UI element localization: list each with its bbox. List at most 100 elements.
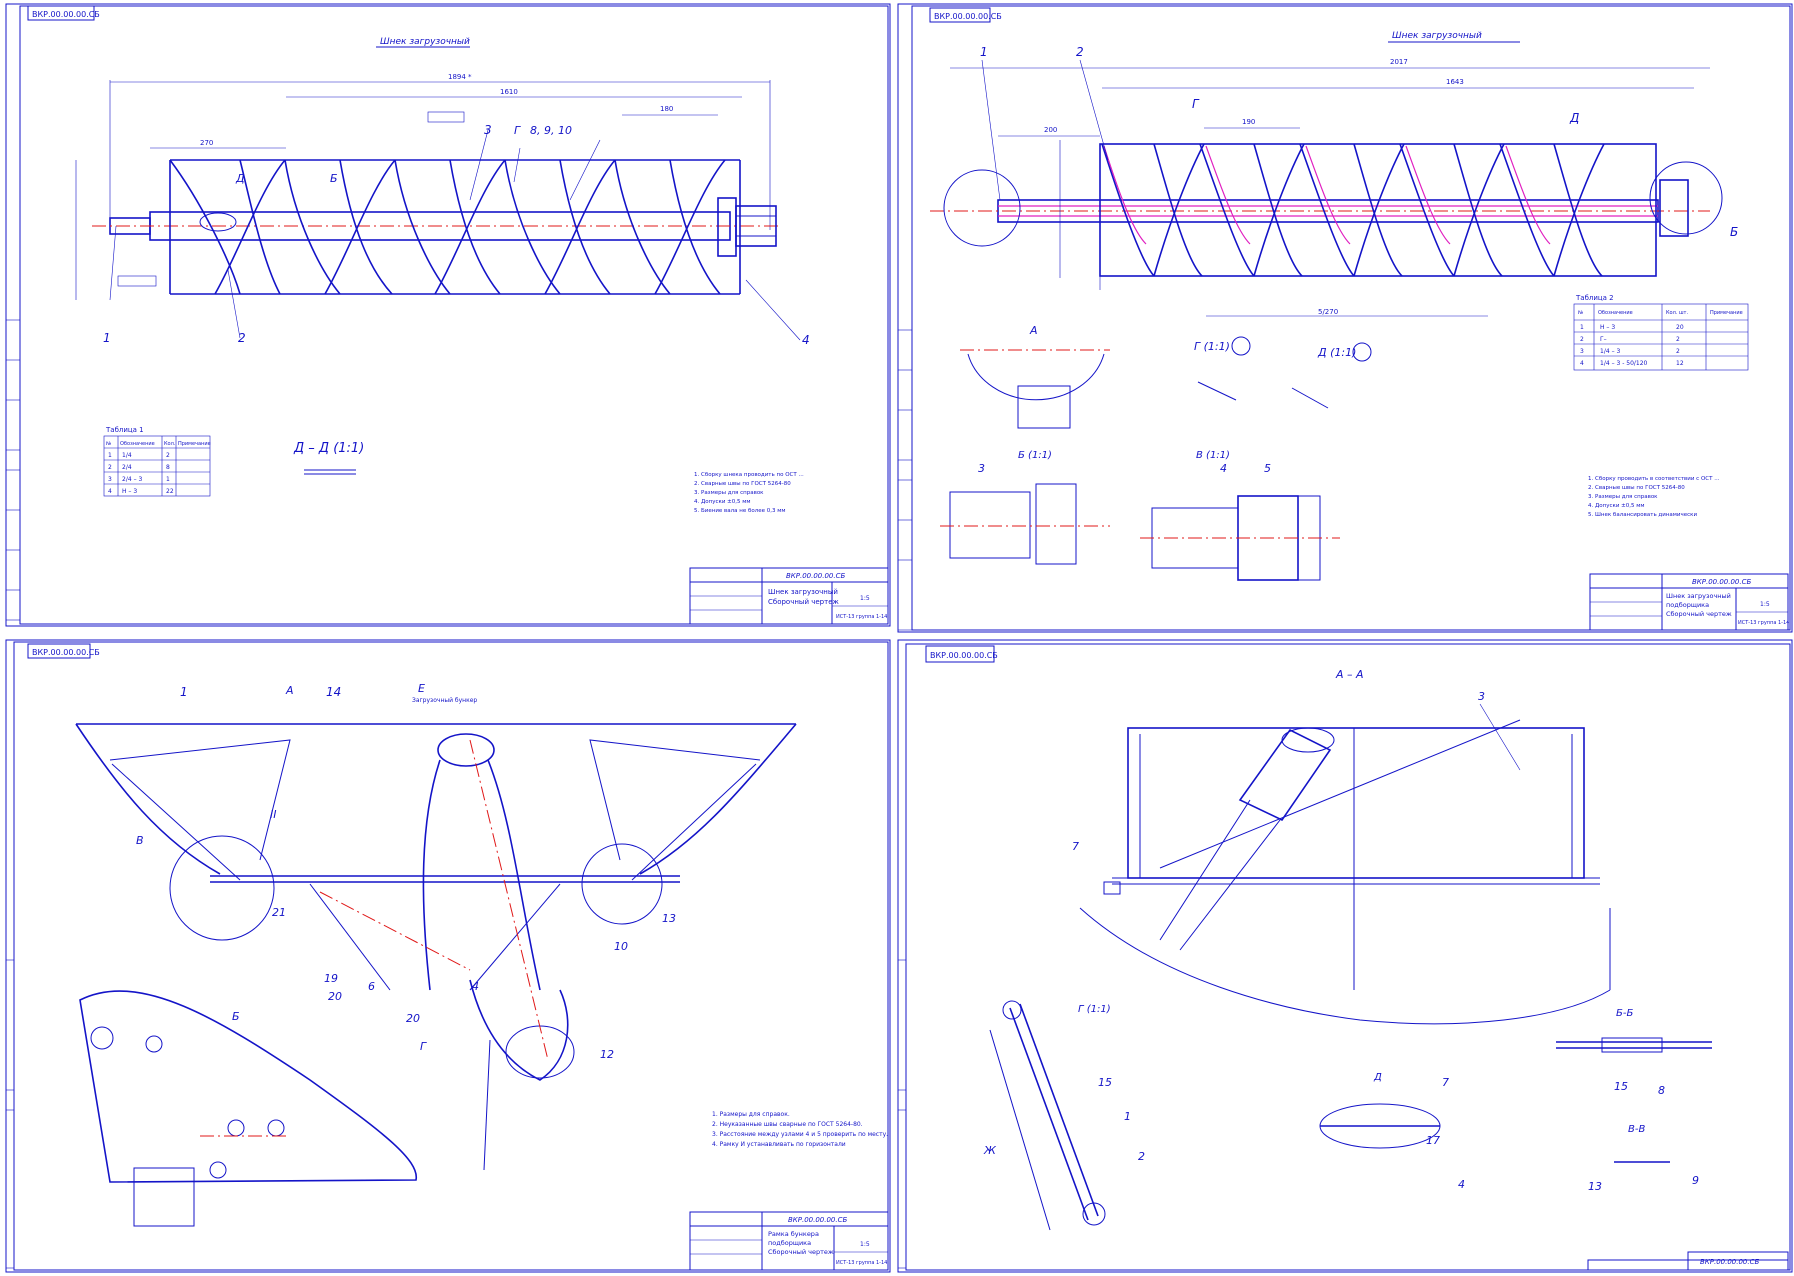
svg-text:1610: 1610: [500, 88, 518, 96]
s4-callout-7b: 7: [1442, 1076, 1449, 1089]
s2-callout-3: 3: [978, 462, 985, 475]
sheet-2-stamp: ВКР.00.00.00.СБ: [934, 12, 1002, 21]
s4-callout-15b: 15: [1614, 1080, 1628, 1093]
sheet-3-group: ИСТ-13 группа 1-14: [836, 1260, 887, 1266]
s3-callout-14: 14: [326, 685, 341, 699]
s3-callout-4: 4: [472, 980, 479, 993]
sheet-1-notes: 1. Сборку шнека проводить по ОСТ ... 2. …: [694, 472, 804, 514]
svg-text:1. Размеры для справок.: 1. Размеры для справок.: [712, 1111, 790, 1118]
s4-callout-13: 13: [1588, 1180, 1602, 1193]
s3-callout-a: А: [285, 684, 294, 697]
sheet-2-header-title: Шнек загрузочный: [1392, 31, 1482, 41]
sheet-3-subtitle: Сборочный чертеж: [768, 1248, 834, 1256]
svg-text:2/4 – 3: 2/4 – 3: [122, 476, 142, 483]
callout-4: 4: [802, 333, 810, 347]
svg-text:2. Сварные швы по ГОСТ 5264-80: 2. Сварные швы по ГОСТ 5264-80: [1588, 485, 1685, 491]
sheet-4-section-label: А – А: [1335, 668, 1364, 681]
sheet-2-title: Шнек загрузочный: [1666, 592, 1731, 600]
sheet-1-title-block: ВКР.00.00.00.СБ Шнек загрузочный Сборочн…: [689, 567, 889, 625]
sheet-1-title: Шнек загрузочный: [768, 588, 838, 596]
svg-text:8: 8: [166, 464, 170, 471]
svg-text:3. Размеры для справок: 3. Размеры для справок: [694, 490, 764, 496]
svg-text:1. Сборку шнека проводить по О: 1. Сборку шнека проводить по ОСТ ...: [694, 472, 804, 478]
svg-text:2: 2: [166, 452, 170, 459]
svg-text:270: 270: [200, 139, 213, 147]
s3-callout-12: 13: [662, 912, 676, 925]
svg-text:Обозначение: Обозначение: [120, 441, 155, 447]
s4-callout-17: 17: [1426, 1134, 1440, 1147]
svg-text:Н – 3: Н – 3: [1600, 324, 1615, 331]
svg-text:Н – 3: Н – 3: [122, 488, 137, 495]
s4-callout-2: 2: [1138, 1150, 1145, 1163]
s3-callout-e: Е: [418, 682, 425, 695]
s4-callout-8: 8: [1658, 1084, 1665, 1097]
s3-callout-11: 12: [600, 1048, 614, 1061]
svg-text:4. Допуски ±0,5 мм: 4. Допуски ±0,5 мм: [694, 499, 751, 505]
s2-callout-5: 5: [1264, 462, 1271, 475]
sheet-2-code: ВКР.00.00.00.СБ: [1692, 578, 1752, 586]
callout-1: 1: [103, 331, 111, 345]
s4-view-g: Г (1:1): [1078, 1004, 1111, 1015]
s3-callout-b: Б: [232, 1010, 240, 1023]
s3-callout-v: В: [136, 834, 144, 847]
s2-view-v: В (1:1): [1196, 450, 1230, 461]
sheet-3-label-top: Загрузочный бункер: [412, 697, 477, 704]
svg-text:2/4: 2/4: [122, 464, 132, 471]
s2-view-g: Г (1:1): [1194, 340, 1230, 353]
s4-callout-4: 4: [1458, 1178, 1465, 1191]
svg-text:2: 2: [1676, 348, 1680, 355]
callout-b: Б: [330, 172, 338, 185]
s3-callout-6: 6: [368, 980, 375, 993]
svg-text:5/270: 5/270: [1318, 308, 1338, 316]
sheet-1-code: ВКР.00.00.00.СБ: [786, 572, 846, 580]
s2-callout-2: 2: [1076, 45, 1084, 59]
svg-text:Примечание: Примечание: [1710, 310, 1743, 316]
sheet-2-table-title: Таблица 2: [1575, 294, 1614, 302]
sheet-3-hopper-frame: ВКР.00.00.00.СБ Загрузочный бункер 1: [5, 639, 891, 1273]
sheet-1-table-title: Таблица 1: [105, 426, 144, 434]
s4-view-bb: Б-Б: [1616, 1008, 1633, 1019]
sheet-3-notes: 1. Размеры для справок. 2. Неуказанные ш…: [712, 1111, 888, 1148]
s2-view-d: Д (1:1): [1317, 346, 1356, 359]
sheet-4-code: ВКР.00.00.00.СБ: [1700, 1258, 1760, 1266]
s2-callout-d: Д: [1569, 111, 1579, 125]
svg-text:190: 190: [1242, 118, 1255, 126]
svg-text:№: №: [106, 441, 112, 447]
svg-text:Кол. шт.: Кол. шт.: [1666, 310, 1688, 316]
sheet-1-stamp: ВКР.00.00.00.СБ: [32, 10, 100, 19]
s4-callout-7: 7: [1072, 840, 1079, 853]
callout-3: 3: [484, 123, 492, 137]
sheet-4-hopper-section: ВКР.00.00.00.СБ А – А 3 7 Г (1:1) Ж 15 1: [897, 639, 1793, 1273]
svg-text:1/4 – 3 - 50/120: 1/4 – 3 - 50/120: [1600, 360, 1648, 367]
sheet-2-scale: 1:5: [1760, 601, 1770, 608]
s4-callout-1: 1: [1124, 1110, 1131, 1123]
svg-text:22: 22: [166, 488, 174, 495]
sheet-1-section-label: Д – Д (1:1): [293, 441, 364, 456]
svg-text:1643: 1643: [1446, 78, 1464, 86]
sheet-1-scale: 1:5: [860, 595, 870, 602]
s4-view-d: Д: [1373, 1072, 1382, 1083]
sheet-3-title-2: подборщика: [768, 1239, 811, 1247]
svg-text:4: 4: [1580, 360, 1584, 367]
callout-8-9-10: 8, 9, 10: [530, 124, 572, 137]
sheet-2-subtitle: Сборочный чертеж: [1666, 610, 1732, 618]
s3-callout-1: 1: [180, 685, 188, 699]
s3-callout-10: 10: [614, 940, 628, 953]
sheet-2-auger: ВКР.00.00.00.СБ Шнек загрузочный 2017 16…: [897, 3, 1793, 633]
sheet-2-notes: 1. Сборку проводить в соответствии с ОСТ…: [1588, 476, 1720, 518]
sheet-1-group: ИСТ-13 группа 1-14: [836, 614, 887, 620]
svg-text:5. Биение вала не более 0,3 мм: 5. Биение вала не более 0,3 мм: [694, 508, 786, 514]
s2-callout-g: Г: [1192, 97, 1200, 111]
sheet-3-stamp: ВКР.00.00.00.СБ: [32, 648, 100, 657]
sheet-1-subtitle: Сборочный чертеж: [768, 598, 839, 606]
sheet-2-group: ИСТ-13 группа 1-14: [1738, 620, 1789, 626]
svg-text:12: 12: [1676, 360, 1684, 367]
svg-text:3. Расстояние между узлами 4 и: 3. Расстояние между узлами 4 и 5 провери…: [712, 1131, 888, 1138]
sheet-2-title-block: ВКР.00.00.00.СБ Шнек загрузочный подборщ…: [1589, 573, 1789, 631]
sheet-4-stamp: ВКР.00.00.00.СБ: [930, 651, 998, 660]
svg-text:1894 *: 1894 *: [448, 73, 472, 81]
callout-d: Д: [235, 172, 245, 185]
callout-g: Г: [514, 124, 521, 137]
